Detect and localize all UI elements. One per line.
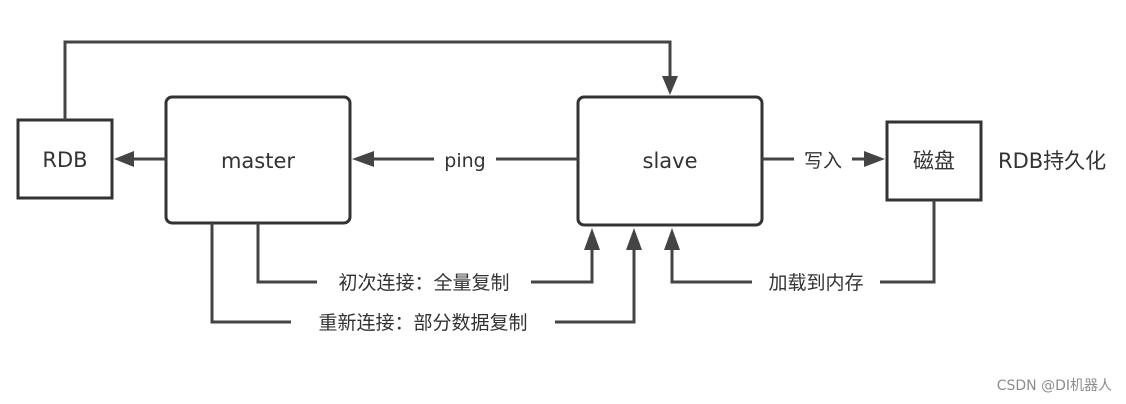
disk-box: 磁盘	[885, 120, 983, 202]
rdb-persistence-note: RDB持久化	[998, 149, 1106, 173]
initial-sync-connector: 初次连接：全量复制	[256, 223, 600, 296]
master-box: master	[164, 95, 352, 225]
ping-arrow: ping	[352, 146, 578, 174]
rdb-to-slave-connector	[63, 40, 678, 120]
rdb-box: RDB	[16, 118, 114, 200]
disk-label: 磁盘	[913, 149, 955, 173]
slave-box: slave	[576, 95, 764, 227]
write-arrow: 写入	[762, 146, 885, 174]
rdb-label: RDB	[42, 148, 87, 172]
load-memory-label: 加载到内存	[768, 272, 863, 294]
initial-sync-label: 初次连接：全量复制	[338, 272, 509, 294]
slave-label: slave	[643, 149, 698, 173]
master-label: master	[221, 149, 295, 173]
master-to-rdb-arrow	[114, 151, 166, 167]
watermark: CSDN @DI机器人	[997, 378, 1112, 394]
reconnect-sync-label: 重新连接：部分数据复制	[318, 312, 527, 334]
write-label: 写入	[804, 150, 842, 172]
load-memory-connector: 加载到内存	[664, 200, 936, 296]
ping-label: ping	[444, 150, 485, 172]
reconnect-sync-connector: 重新连接：部分数据复制	[210, 223, 642, 336]
